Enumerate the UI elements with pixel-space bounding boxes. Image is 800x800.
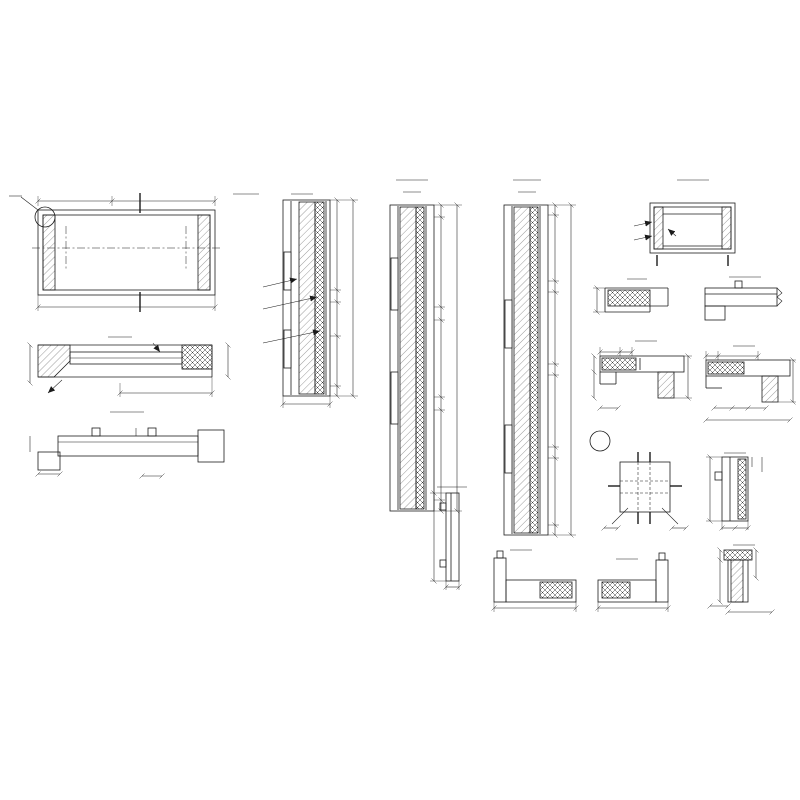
fig4-leaders bbox=[633, 220, 677, 241]
section-4-4-dims bbox=[593, 285, 605, 315]
detail-circle bbox=[589, 430, 611, 452]
insulation-hatch bbox=[314, 201, 325, 395]
concrete-hatch bbox=[513, 206, 531, 534]
edge-hatch bbox=[721, 206, 732, 250]
fig4-cut-marks bbox=[656, 255, 729, 266]
section-4-4 bbox=[593, 278, 669, 315]
panel-outline bbox=[649, 202, 736, 254]
wall-outline bbox=[282, 199, 331, 397]
section-2-2-geometry bbox=[282, 199, 331, 397]
section-3-3-geometry bbox=[493, 550, 577, 603]
view-c bbox=[704, 276, 783, 321]
rebar-hook bbox=[439, 559, 447, 568]
panel-outline bbox=[37, 209, 216, 296]
fig1-top-dims bbox=[35, 196, 218, 206]
node-geometry bbox=[611, 461, 679, 525]
fig1-panel bbox=[37, 209, 216, 296]
section-6-6 bbox=[706, 452, 763, 531]
fig2-geometry bbox=[389, 204, 435, 512]
section-5-5-geometry bbox=[597, 552, 669, 603]
section-b-b-dims bbox=[703, 351, 796, 423]
view-b-geometry bbox=[439, 492, 460, 582]
rebar-hook bbox=[714, 471, 723, 481]
rebar-hook bbox=[91, 427, 101, 437]
insulation-hatch bbox=[415, 206, 425, 510]
wall-outline bbox=[389, 204, 435, 512]
rebar-hook bbox=[147, 427, 157, 437]
edge-hatch bbox=[42, 214, 56, 291]
section-1-1 bbox=[27, 336, 231, 397]
node-cut-marks bbox=[608, 452, 682, 524]
section-4-4-geometry bbox=[604, 287, 669, 313]
edge-hatch bbox=[197, 214, 211, 291]
fig4-geometry bbox=[649, 202, 736, 254]
view-b-dims bbox=[430, 490, 462, 590]
section-5-5-dims bbox=[595, 602, 671, 612]
fig3-dim-chain bbox=[548, 202, 576, 538]
fig3 bbox=[503, 179, 576, 538]
wall-outline bbox=[503, 204, 549, 536]
section-2-2-fig1 bbox=[262, 193, 358, 408]
fig2-dim-chain bbox=[434, 202, 462, 514]
rebar-hook bbox=[734, 280, 743, 289]
fig1-cut-marks bbox=[32, 193, 221, 312]
section-b-b-geometry bbox=[705, 359, 791, 403]
section-3-3-dims bbox=[491, 602, 579, 612]
fig2 bbox=[389, 179, 462, 514]
section-3-3 bbox=[491, 549, 579, 612]
section-6-6-dims bbox=[706, 454, 763, 531]
fig3-geometry bbox=[503, 204, 549, 536]
fig4 bbox=[633, 179, 736, 266]
section-5-5 bbox=[595, 552, 671, 612]
section-b-b bbox=[703, 345, 796, 423]
fig1-plan bbox=[9, 193, 259, 312]
section-a-a bbox=[591, 340, 692, 411]
view-a bbox=[29, 411, 225, 479]
rebar-hook bbox=[658, 552, 666, 561]
section-2-2-leaders bbox=[262, 277, 321, 344]
view-b bbox=[430, 486, 467, 590]
rebar-hook bbox=[439, 502, 447, 511]
concrete-hatch bbox=[399, 206, 417, 510]
detail-node-1 bbox=[589, 430, 689, 531]
section-1-1-dims bbox=[27, 342, 231, 397]
section-1-1-geometry bbox=[37, 344, 213, 378]
edge-hatch bbox=[653, 206, 664, 250]
section-7-7-dims bbox=[707, 547, 775, 615]
insulation-hatch bbox=[529, 206, 539, 534]
view-a-geometry bbox=[37, 427, 225, 471]
view-a-dims bbox=[29, 428, 165, 479]
section-a-a-dims bbox=[591, 347, 692, 411]
section-2-2-dim-chain bbox=[280, 197, 358, 408]
section-a-a-geometry bbox=[599, 355, 685, 399]
section-7-7-geometry bbox=[723, 549, 753, 603]
rebar-hook bbox=[496, 550, 504, 559]
section-7-7 bbox=[707, 544, 775, 615]
fig1-bottom-dims bbox=[35, 295, 218, 311]
view-c-geometry bbox=[704, 280, 783, 321]
section-6-6-geometry bbox=[714, 456, 749, 522]
